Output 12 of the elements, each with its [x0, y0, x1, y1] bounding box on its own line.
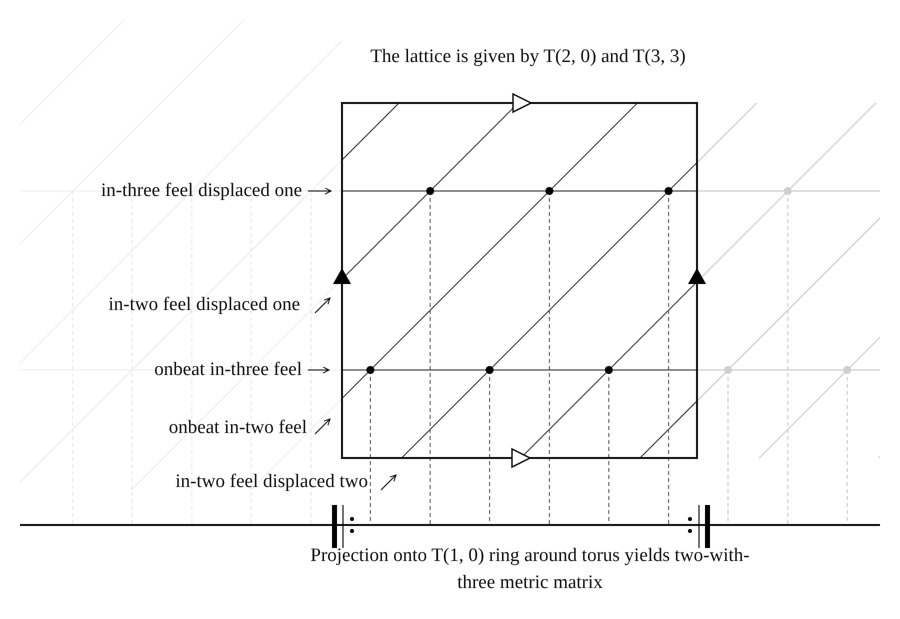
- annotation-text: in-two feel displaced one: [108, 294, 300, 316]
- annotation-text: onbeat in-two feel: [168, 417, 307, 439]
- leader-arrow: [380, 474, 396, 490]
- leader-arrow: [308, 188, 332, 194]
- leader-arrow: [314, 298, 330, 314]
- annotation-text: onbeat in-three feel: [154, 359, 302, 381]
- leader-arrow: [308, 366, 330, 374]
- leader-arrow: [314, 418, 330, 434]
- annotation-text: in-three feel displaced one: [101, 180, 302, 202]
- annotation-text: in-two feel displaced two: [175, 471, 368, 493]
- diagram-title: The lattice is given by T(2, 0) and T(3, 3): [369, 46, 687, 68]
- caption: Projection onto T(1, 0) ring around torus yields two-with-three metric matrix: [309, 544, 751, 595]
